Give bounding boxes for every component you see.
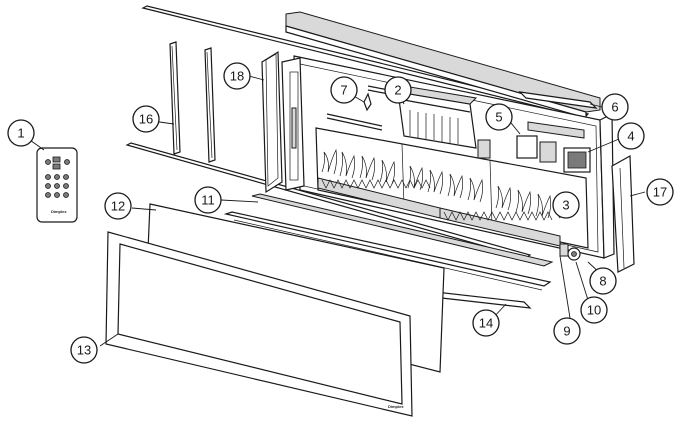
lower-back-rail <box>125 142 532 259</box>
callout-9: 9 <box>553 317 581 345</box>
callout-5-label: 5 <box>495 110 502 125</box>
front-frame: Dimplex <box>105 231 413 417</box>
heater-assembly <box>396 85 491 159</box>
callout-13: 13 <box>70 336 98 364</box>
callout-13-label: 13 <box>77 343 91 358</box>
flame-screen <box>315 127 589 249</box>
callout-1: 1 <box>7 119 35 147</box>
callout-8-label: 8 <box>599 274 606 289</box>
callout-14: 14 <box>472 309 500 337</box>
callout-2-label: 2 <box>394 83 401 98</box>
callout-17-label: 17 <box>653 185 667 200</box>
side-trims <box>169 41 216 163</box>
callout-12: 12 <box>104 192 132 220</box>
top-cover <box>518 91 598 109</box>
left-side-frame <box>261 50 305 194</box>
right-end-panel <box>611 155 635 273</box>
callout-5: 5 <box>485 103 513 131</box>
callout-17: 17 <box>646 178 674 206</box>
callout-4-label: 4 <box>627 129 634 144</box>
remote-brand-logo: Dimplex <box>51 209 67 214</box>
top-rail <box>141 5 590 119</box>
fan-unit <box>563 147 591 173</box>
callout-16-label: 16 <box>139 112 153 127</box>
callout-16: 16 <box>132 105 160 133</box>
callout-10: 10 <box>580 296 608 324</box>
callout-1-label: 1 <box>17 126 24 141</box>
callout-14-label: 14 <box>479 316 493 331</box>
callout-4: 4 <box>617 122 645 150</box>
callout-7: 7 <box>330 76 358 104</box>
bottom-right-components <box>559 243 581 261</box>
callout-18: 18 <box>223 62 251 90</box>
callout-6: 6 <box>601 93 629 121</box>
callout-10-label: 10 <box>587 303 601 318</box>
callout-9-label: 9 <box>563 324 570 339</box>
lower-trim-bar <box>223 193 554 291</box>
leader-lines <box>26 75 646 347</box>
callout-3-label: 3 <box>562 198 569 213</box>
callout-11: 11 <box>194 186 222 214</box>
callout-7-label: 7 <box>340 83 347 98</box>
remote-control: Dimplex <box>36 147 78 223</box>
callout-8: 8 <box>589 267 617 295</box>
small-bracket <box>363 92 372 112</box>
frame-brand-logo: Dimplex <box>388 404 404 409</box>
callout-6-label: 6 <box>611 100 618 115</box>
control-board <box>516 121 585 163</box>
callout-18-label: 18 <box>230 69 244 84</box>
callout-11-label: 11 <box>201 193 215 208</box>
callout-3: 3 <box>552 191 580 219</box>
callout-2: 2 <box>384 76 412 104</box>
callout-12-label: 12 <box>111 199 125 214</box>
